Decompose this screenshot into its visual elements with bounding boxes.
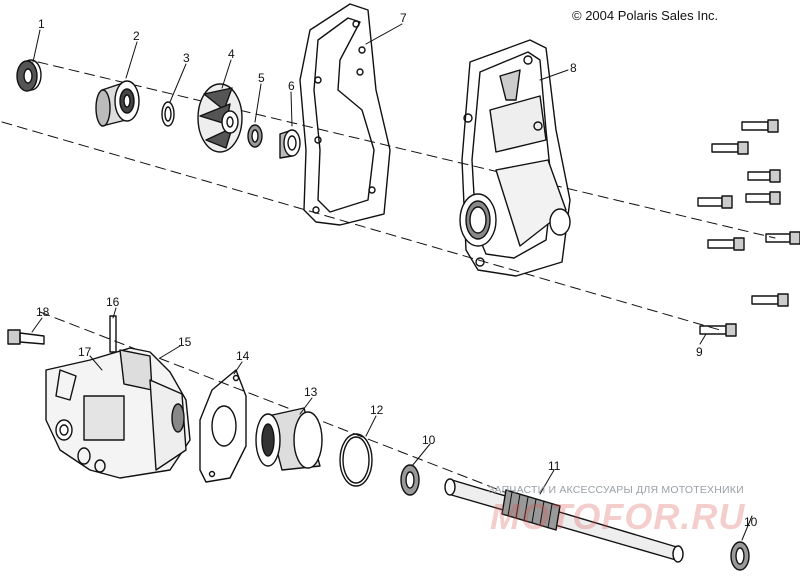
callout-10a: 10 — [422, 433, 436, 447]
callout-3: 3 — [183, 51, 190, 65]
axis-lines — [1, 61, 776, 499]
part-14-gasket — [199, 369, 247, 483]
part-18-bolt — [7, 329, 45, 345]
part-13-sleeve — [255, 407, 323, 471]
part-6-bushing — [279, 129, 301, 159]
part-9-bolts — [697, 119, 800, 337]
callout-6: 6 — [288, 79, 295, 93]
part-10-washer-a — [400, 464, 420, 496]
callout-2: 2 — [133, 29, 140, 43]
copyright-notice: © 2004 Polaris Sales Inc. — [572, 8, 719, 23]
callout-8: 8 — [570, 61, 577, 75]
part-4-impeller — [197, 83, 243, 153]
callout-10b: 10 — [744, 515, 758, 529]
part-12-oring — [339, 433, 373, 487]
callout-numbers: 1 2 3 4 5 6 7 8 9 10 10 11 12 13 14 15 1… — [36, 11, 758, 529]
part-7-gasket — [299, 3, 391, 226]
part-8-cover — [459, 39, 571, 277]
callout-15: 15 — [178, 335, 192, 349]
part-15-housing — [45, 347, 191, 479]
callout-7: 7 — [400, 11, 407, 25]
part-2-bearing — [95, 80, 140, 127]
part-11-shaft — [444, 478, 684, 563]
callout-1: 1 — [38, 17, 45, 31]
callout-14: 14 — [236, 349, 250, 363]
callout-4: 4 — [228, 47, 235, 61]
part-10-washer-b — [730, 541, 750, 571]
callout-12: 12 — [370, 403, 384, 417]
callout-16: 16 — [106, 295, 120, 309]
callout-9: 9 — [696, 345, 703, 359]
callout-5: 5 — [258, 71, 265, 85]
callout-17: 17 — [78, 345, 92, 359]
callout-13: 13 — [304, 385, 318, 399]
part-3-ring — [161, 101, 175, 127]
watermark-text: ЗАПЧАСТИ И АКСЕССУАРЫ ДЛЯ МОТОТЕХНИКИ — [488, 484, 744, 496]
callout-18: 18 — [36, 305, 50, 319]
part-5-washer — [247, 124, 263, 148]
leader-lines — [31, 23, 753, 541]
callout-11: 11 — [548, 459, 561, 473]
part-16-pin — [109, 315, 117, 353]
watermark-logo: MOTOFOR.RU — [490, 496, 746, 537]
part-1-seal — [16, 59, 42, 92]
